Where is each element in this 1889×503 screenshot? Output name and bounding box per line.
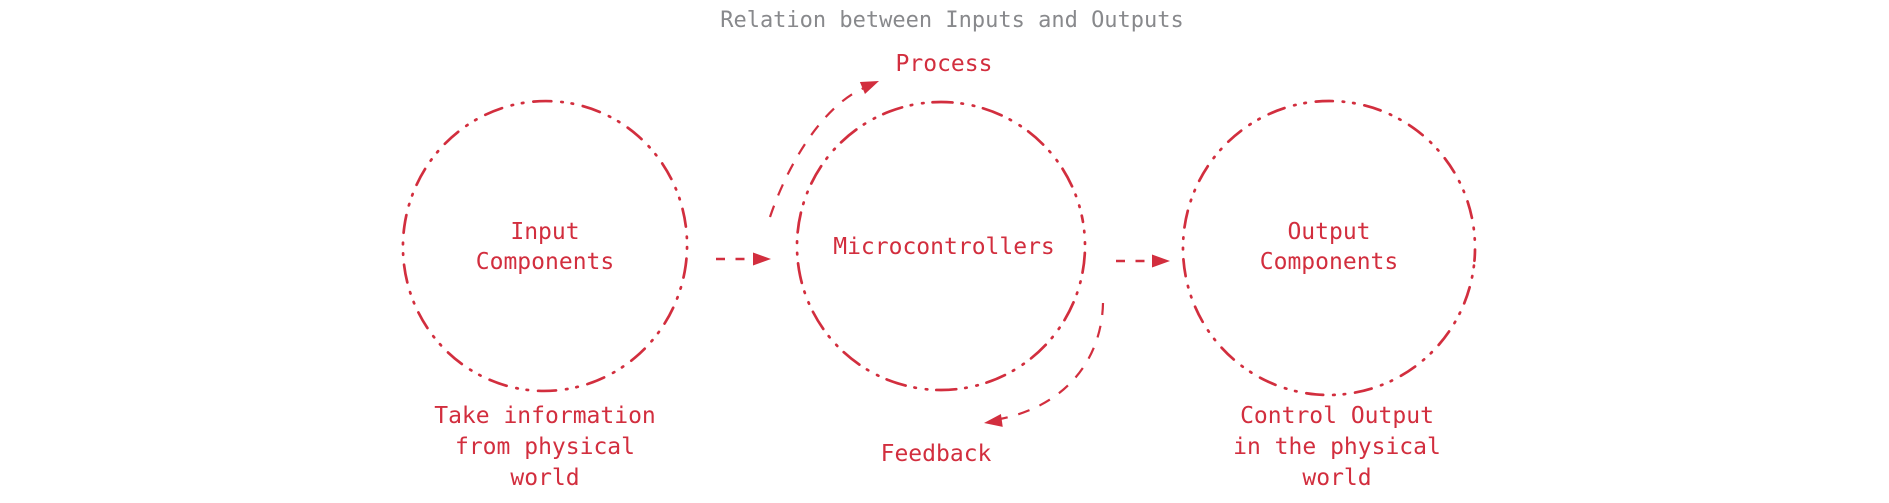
process-label: Process <box>895 51 993 77</box>
arrowhead-up-right-icon <box>859 81 879 95</box>
arrowhead-right-icon <box>753 252 771 266</box>
output-components-label: Output Components <box>1260 217 1398 277</box>
input-caption-line1: Take information <box>434 403 656 429</box>
arrow-input-to-micro <box>716 252 771 266</box>
diagram-title: Relation between Inputs and Outputs <box>720 8 1184 33</box>
output-components-label-line2: Components <box>1259 249 1399 275</box>
input-caption-line3: world <box>510 465 580 491</box>
input-components-label-line2: Components <box>475 249 615 275</box>
input-components-label: Input Components <box>476 217 614 277</box>
arrowhead-down-left-icon <box>984 414 1003 427</box>
input-caption: Take information from physical world <box>434 401 656 494</box>
output-caption-line2: in the physical <box>1233 434 1441 460</box>
input-components-label-line1: Input <box>510 219 580 245</box>
output-caption-line3: world <box>1302 465 1372 491</box>
input-components-circle <box>401 99 689 393</box>
feedback-arrow <box>984 302 1105 427</box>
feedback-label: Feedback <box>880 441 992 467</box>
arrowhead-right-icon <box>1152 254 1170 268</box>
input-caption-line2: from physical <box>454 434 635 460</box>
output-components-circle <box>1181 99 1477 397</box>
arrow-micro-to-output <box>1116 254 1170 268</box>
microcontrollers-label: Microcontrollers <box>833 234 1055 260</box>
microcontrollers-circle <box>795 100 1087 392</box>
output-caption: Control Output in the physical world <box>1233 401 1441 494</box>
output-caption-line1: Control Output <box>1240 403 1434 429</box>
process-arrow <box>768 81 879 218</box>
output-components-label-line1: Output <box>1287 219 1371 245</box>
